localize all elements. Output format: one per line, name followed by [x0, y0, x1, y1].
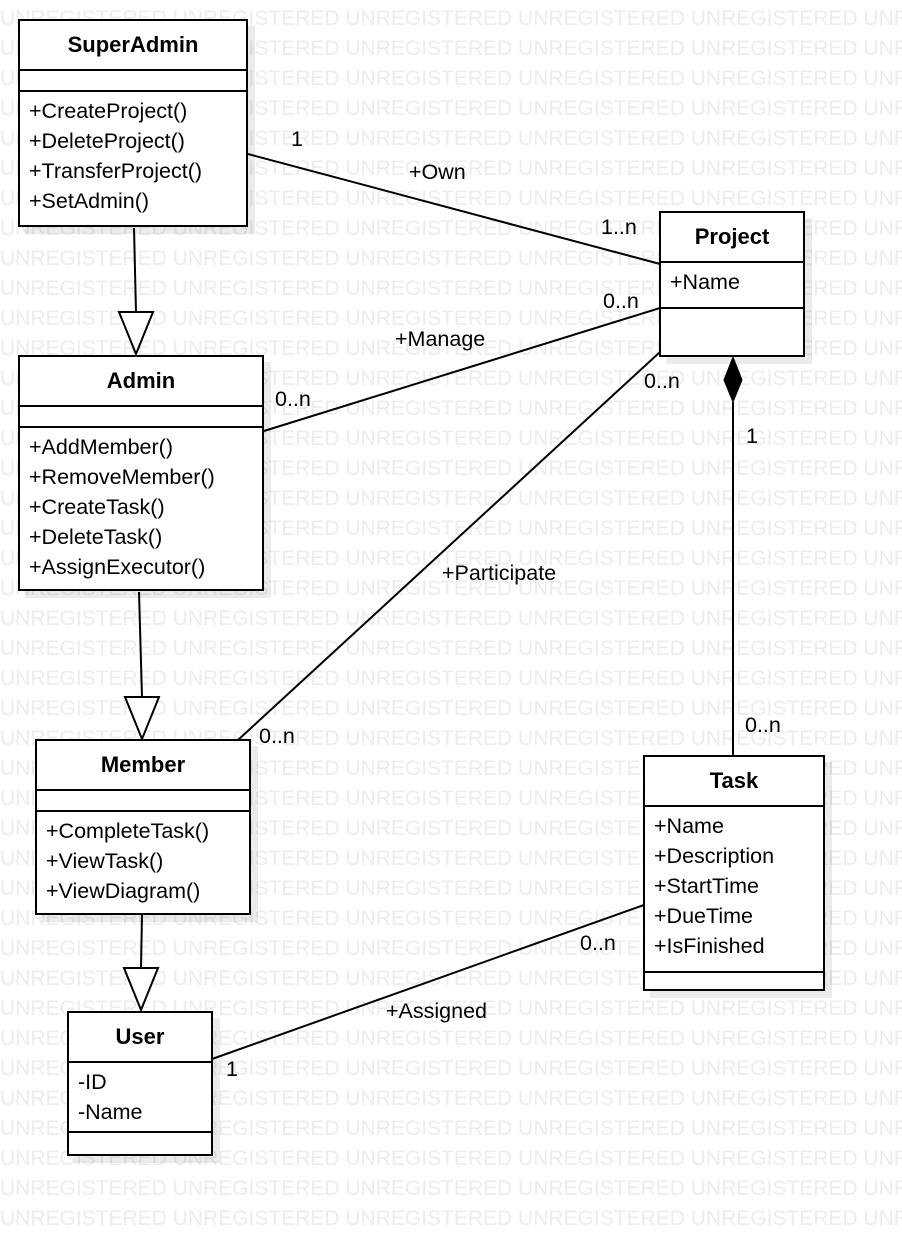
attribute: +StartTime [654, 874, 759, 898]
association-manage-line [263, 307, 661, 432]
generalization-admin-superadmin-arrow [117, 311, 155, 357]
own-source-multiplicity: 1 [291, 127, 303, 151]
watermark-row: UNREGISTERED UNREGISTERED UNREGISTERED U… [0, 667, 902, 690]
class-task[interactable]: Task +Name +Description +StartTime +DueT… [643, 755, 825, 991]
composition-target-multiplicity: 0..n [745, 713, 781, 737]
operation: +RemoveMember() [29, 465, 215, 489]
generalization-admin-superadmin-line [133, 227, 137, 313]
operation: +ViewTask() [46, 849, 164, 873]
attribute: -ID [78, 1070, 107, 1094]
manage-label: +Manage [395, 327, 486, 351]
watermark-row: UNREGISTERED UNREGISTERED UNREGISTERED U… [0, 697, 902, 720]
attribute: +Name [654, 814, 724, 838]
class-task-operations [645, 973, 823, 994]
class-project[interactable]: Project +Name [659, 211, 805, 357]
manage-source-multiplicity: 0..n [275, 387, 311, 411]
attribute: +DueTime [654, 904, 753, 928]
operation: +DeleteTask() [29, 525, 163, 549]
watermark-row: UNREGISTERED UNREGISTERED UNREGISTERED U… [0, 1147, 902, 1170]
own-label: +Own [409, 160, 466, 184]
generalization-member-admin-line [138, 591, 143, 698]
participate-label: +Participate [442, 561, 557, 585]
class-member[interactable]: Member +CompleteTask() +ViewTask() +View… [35, 739, 251, 915]
assigned-target-multiplicity: 0..n [580, 931, 616, 955]
class-superadmin-operations: +CreateProject() +DeleteProject() +Trans… [20, 92, 246, 220]
watermark-row: UNREGISTERED UNREGISTERED UNREGISTERED U… [0, 1087, 902, 1110]
operation: +CompleteTask() [46, 819, 210, 843]
operation: +CreateProject() [29, 99, 188, 123]
watermark-row: UNREGISTERED UNREGISTERED UNREGISTERED U… [0, 1207, 902, 1230]
operation: +CreateTask() [29, 495, 165, 519]
operation: +SetAdmin() [29, 189, 150, 213]
attribute: +IsFinished [654, 934, 765, 958]
own-target-multiplicity: 1..n [601, 215, 637, 239]
class-user[interactable]: User -ID -Name [67, 1011, 213, 1156]
participate-source-multiplicity: 0..n [259, 724, 295, 748]
class-superadmin-name: SuperAdmin [20, 21, 246, 71]
class-project-attributes: +Name [661, 263, 803, 309]
watermark-row: UNREGISTERED UNREGISTERED UNREGISTERED U… [0, 1057, 902, 1080]
attribute: +Name [670, 270, 740, 294]
composition-source-multiplicity: 1 [746, 424, 758, 448]
operation: +TransferProject() [29, 159, 203, 183]
class-member-name: Member [37, 741, 249, 791]
class-admin-attributes [20, 407, 262, 428]
composition-diamond [723, 355, 743, 404]
assigned-label: +Assigned [386, 999, 488, 1023]
participate-target-multiplicity: 0..n [644, 369, 680, 393]
generalization-member-admin-arrow [123, 696, 161, 742]
generalization-user-member-line [140, 914, 143, 969]
attribute: +Description [654, 844, 775, 868]
watermark-row: UNREGISTERED UNREGISTERED UNREGISTERED U… [0, 607, 902, 630]
class-project-operations [661, 309, 803, 330]
class-user-name: User [69, 1013, 211, 1063]
association-participate-line [237, 351, 661, 741]
operation: +DeleteProject() [29, 129, 185, 153]
generalization-user-member-arrow [122, 967, 160, 1013]
operation: +ViewDiagram() [46, 879, 201, 903]
watermark-row: UNREGISTERED UNREGISTERED UNREGISTERED U… [0, 1027, 902, 1050]
association-assigned-line [211, 904, 645, 1060]
class-admin-operations: +AddMember() +RemoveMember() +CreateTask… [20, 428, 262, 586]
class-user-attributes: -ID -Name [69, 1063, 211, 1133]
watermark-row: UNREGISTERED UNREGISTERED UNREGISTERED U… [0, 1117, 902, 1140]
class-superadmin[interactable]: SuperAdmin +CreateProject() +DeleteProje… [18, 19, 248, 227]
class-user-operations [69, 1133, 211, 1154]
watermark-row: UNREGISTERED UNREGISTERED UNREGISTERED U… [0, 637, 902, 660]
watermark-row: UNREGISTERED UNREGISTERED UNREGISTERED U… [0, 1177, 902, 1200]
class-admin-name: Admin [20, 357, 262, 407]
manage-target-multiplicity: 0..n [603, 289, 639, 313]
class-project-name: Project [661, 213, 803, 263]
operation: +AddMember() [29, 435, 173, 459]
attribute: -Name [78, 1100, 143, 1124]
class-admin[interactable]: Admin +AddMember() +RemoveMember() +Crea… [18, 355, 264, 591]
assigned-source-multiplicity: 1 [226, 1057, 238, 1081]
operation: +AssignExecutor() [29, 555, 206, 579]
class-superadmin-attributes [20, 71, 246, 92]
class-member-operations: +CompleteTask() +ViewTask() +ViewDiagram… [37, 812, 249, 910]
class-task-name: Task [645, 757, 823, 807]
association-own-line [247, 153, 661, 265]
class-member-attributes [37, 791, 249, 812]
class-task-attributes: +Name +Description +StartTime +DueTime +… [645, 807, 823, 973]
watermark-row: UNREGISTERED UNREGISTERED UNREGISTERED U… [0, 997, 902, 1020]
